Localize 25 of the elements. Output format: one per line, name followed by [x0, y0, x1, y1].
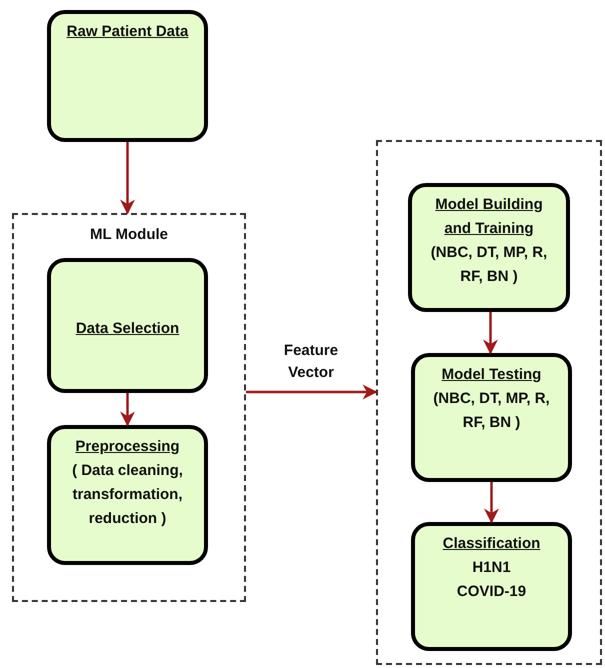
dashed-group-frame — [12, 213, 246, 602]
box-text: (NBC, DT, MP, R, RF, BN ) — [432, 389, 551, 433]
process-box — [47, 258, 208, 393]
process-box — [47, 425, 208, 565]
group-heading: ML Module — [88, 225, 170, 245]
box-heading: Data Selection — [76, 318, 180, 338]
process-box — [411, 522, 572, 651]
box-heading: Classification — [442, 534, 540, 554]
arrow — [484, 482, 499, 524]
arrow — [120, 142, 135, 214]
box-heading: Model Testing — [442, 365, 542, 385]
arrow — [120, 393, 135, 426]
dashed-group-frame — [376, 140, 602, 665]
box-heading: Model Building and Training — [434, 195, 544, 239]
process-box — [408, 183, 570, 312]
process-box — [411, 353, 572, 482]
arrow — [246, 384, 378, 400]
process-box — [47, 10, 208, 142]
box-text: H1N1 — [472, 558, 511, 578]
box-text: (NBC, DT, MP, R, RF, BN ) — [430, 243, 548, 287]
box-heading: Preprocessing — [75, 437, 180, 457]
box-heading: Raw Patient Data — [66, 22, 188, 42]
arrow — [483, 312, 498, 354]
box-text: COVID-19 — [456, 582, 526, 602]
box-text: ( Data cleaning, transformation, reduction ) — [71, 461, 184, 529]
